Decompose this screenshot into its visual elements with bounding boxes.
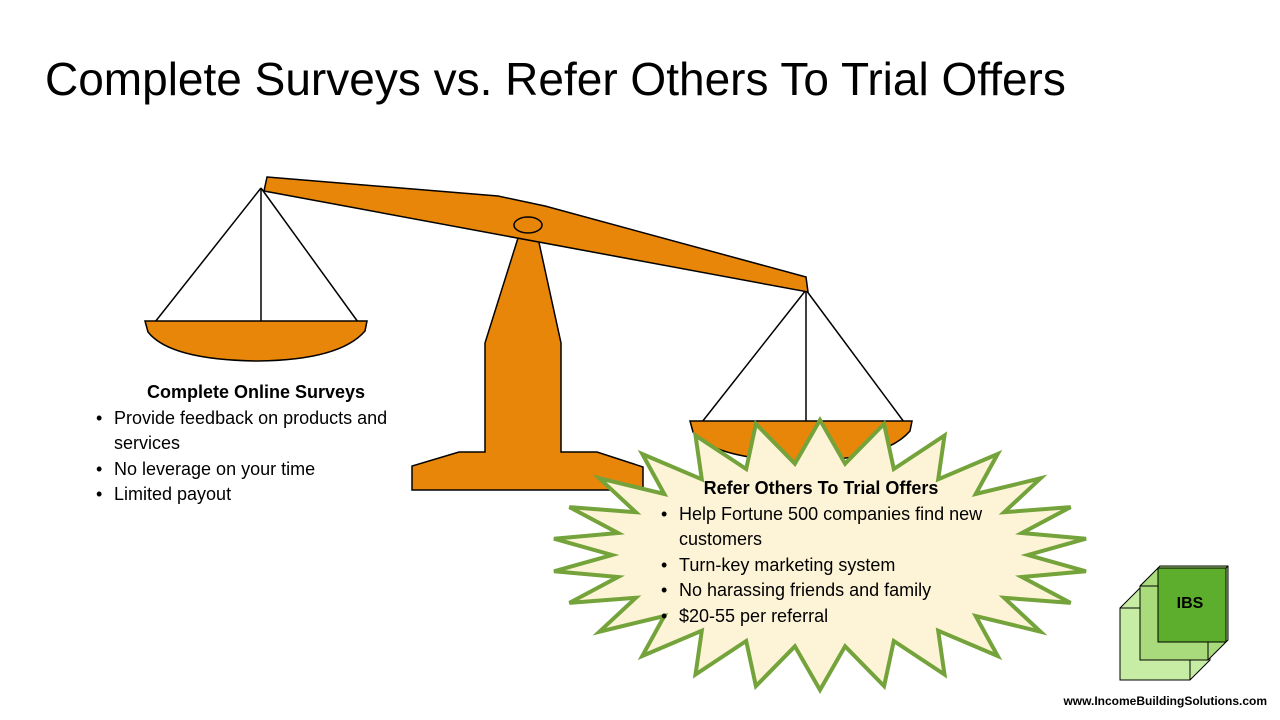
right-option-heading: Refer Others To Trial Offers bbox=[703, 478, 939, 498]
list-item-text: $20-55 per referral bbox=[679, 605, 829, 626]
footer-website: www.IncomeBuildingSolutions.com bbox=[1063, 694, 1267, 708]
list-item-text: Limited payout bbox=[114, 484, 232, 504]
list-item: • Limited payout bbox=[96, 482, 426, 508]
list-item-text: Turn-key marketing system bbox=[679, 554, 896, 575]
list-item: • No leverage on your time bbox=[96, 457, 426, 483]
stacked-cubes-logo-icon bbox=[1119, 565, 1229, 681]
left-pan-string-left bbox=[154, 187, 262, 323]
right-pan-string-left bbox=[701, 289, 807, 423]
slide-title: Complete Surveys vs. Refer Others To Tri… bbox=[45, 53, 1066, 105]
list-item-text: No harassing friends and family bbox=[679, 580, 932, 600]
list-item: • Provide feedback on products and servic… bbox=[96, 406, 426, 457]
balance-scale-icon bbox=[144, 176, 913, 491]
scale-beam bbox=[263, 176, 809, 293]
bullet-icon: • bbox=[96, 484, 103, 504]
right-option-block: Refer Others To Trial Offers • Help Fortu… bbox=[661, 476, 991, 629]
list-item-text: No leverage on your time bbox=[114, 458, 316, 479]
left-pan bbox=[144, 320, 368, 362]
starburst-icon bbox=[553, 415, 1087, 695]
right-option-bullet-list: • Help Fortune 500 companies find new cus… bbox=[661, 502, 991, 630]
list-item-text: Help Fortune 500 companies find new cust… bbox=[679, 503, 983, 550]
list-item: • Help Fortune 500 companies find new cus… bbox=[661, 502, 991, 553]
bullet-icon: • bbox=[661, 580, 668, 600]
left-pan-string-right bbox=[260, 187, 359, 323]
list-item-text: Provide feedback on products and service… bbox=[114, 407, 388, 454]
scale-stand bbox=[411, 237, 644, 491]
bullet-icon: • bbox=[96, 407, 103, 428]
list-item: • $20-55 per referral bbox=[661, 604, 991, 630]
list-item: • Turn-key marketing system bbox=[661, 553, 991, 579]
bullet-icon: • bbox=[661, 605, 668, 626]
right-pan-string-right bbox=[805, 289, 905, 423]
logo-text: IBS bbox=[1176, 595, 1204, 612]
bullet-icon: • bbox=[96, 458, 103, 479]
beam-pivot bbox=[513, 216, 543, 234]
left-option-bullet-list: • Provide feedback on products and servic… bbox=[96, 406, 426, 508]
list-item: • No harassing friends and family bbox=[661, 578, 991, 604]
left-option-block: Complete Online Surveys • Provide feedbac… bbox=[96, 380, 426, 508]
bullet-icon: • bbox=[661, 554, 668, 575]
left-option-heading: Complete Online Surveys bbox=[146, 382, 366, 402]
bullet-icon: • bbox=[661, 503, 668, 524]
